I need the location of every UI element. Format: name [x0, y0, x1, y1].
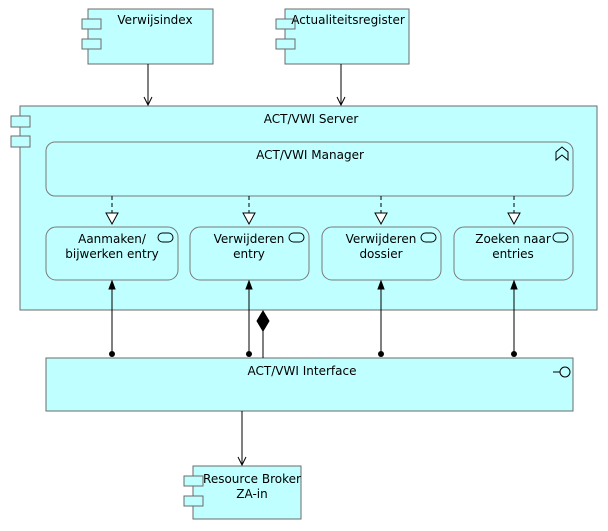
service-zoeken-naar-entries[interactable]: Zoeken naar entries — [453, 226, 574, 281]
function-chevron-icon — [555, 146, 569, 162]
service-aanmaken-bijwerken-entry[interactable]: Aanmaken/ bijwerken entry — [45, 226, 179, 281]
service-pill-icon — [157, 232, 174, 243]
component-resource-broker[interactable]: Resource Broker ZA-in — [183, 465, 302, 520]
component-icon — [10, 115, 31, 148]
component-verwijsindex[interactable]: Verwijsindex — [81, 8, 214, 65]
service-pill-icon — [552, 232, 569, 243]
service-pill-icon — [288, 232, 305, 243]
interface-act-vwi[interactable]: ACT/VWI Interface — [45, 357, 574, 412]
service-label-line2: entries — [492, 247, 534, 261]
realization-edges — [105, 196, 521, 226]
assignment-dot — [511, 351, 517, 357]
component-label-line1: Resource Broker — [203, 472, 301, 486]
manager-label: ACT/VWI Manager — [256, 148, 364, 162]
assignment-edges — [109, 281, 517, 357]
composition-edge — [256, 310, 270, 358]
component-icon — [183, 475, 204, 507]
function-manager[interactable]: ACT/VWI Manager — [45, 141, 574, 197]
interface-label: ACT/VWI Interface — [248, 364, 357, 378]
service-pill-icon — [420, 232, 437, 243]
interface-lollipop-icon — [553, 366, 571, 378]
component-label: Actualiteitsregister — [291, 13, 405, 27]
service-verwijderen-entry[interactable]: Verwijderen entry — [189, 226, 310, 281]
component-actualiteitsregister[interactable]: Actualiteitsregister — [275, 8, 410, 65]
component-label-line2: ZA-in — [236, 487, 267, 501]
service-label-line1: Zoeken naar — [475, 232, 551, 246]
component-icon — [81, 18, 102, 50]
service-verwijderen-dossier[interactable]: Verwijderen dossier — [321, 226, 442, 281]
server-label: ACT/VWI Server — [264, 112, 359, 126]
service-label-line1: Verwijderen — [346, 232, 417, 246]
service-label-line1: Aanmaken/ — [78, 232, 147, 246]
component-label: Verwijsindex — [117, 13, 192, 27]
service-label-line1: Verwijderen — [214, 232, 285, 246]
assignment-dot — [109, 351, 115, 357]
component-icon — [275, 18, 296, 50]
service-label-line2: entry — [233, 247, 265, 261]
service-label-line2: dossier — [359, 247, 402, 261]
service-label-line2: bijwerken entry — [65, 247, 158, 261]
composition-diamond-icon — [256, 310, 270, 332]
assignment-dot — [246, 351, 252, 357]
assignment-dot — [378, 351, 384, 357]
